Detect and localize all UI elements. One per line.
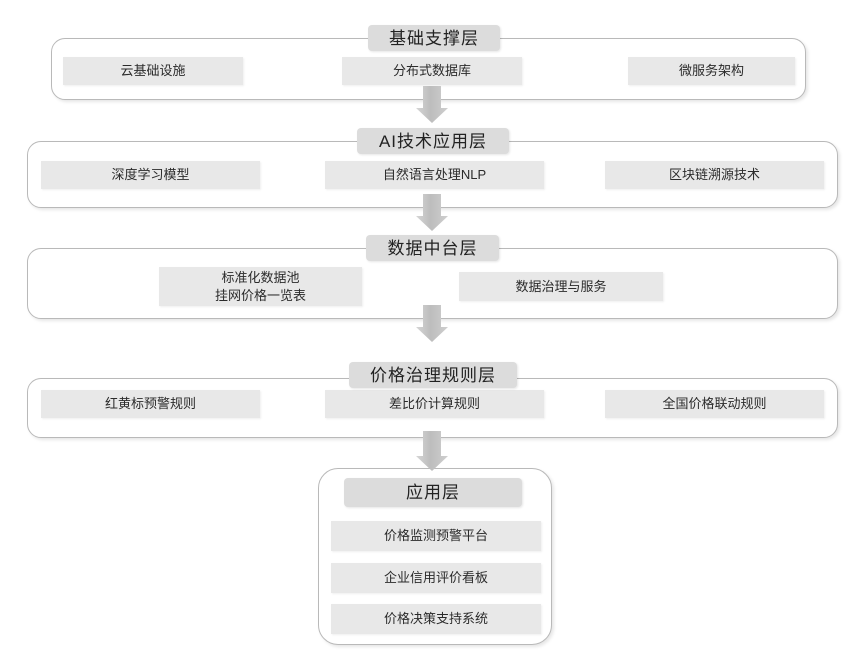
layer-title-ai-technology: AI技术应用层: [357, 128, 509, 154]
item-national-price-linkage-rule[interactable]: 全国价格联动规则: [605, 390, 824, 418]
item-blockchain-traceability[interactable]: 区块链溯源技术: [605, 161, 824, 189]
item-red-yellow-alert-rule[interactable]: 红黄标预警规则: [41, 390, 260, 418]
item-distributed-database[interactable]: 分布式数据库: [342, 57, 522, 85]
item-deep-learning-model[interactable]: 深度学习模型: [41, 161, 260, 189]
item-nlp[interactable]: 自然语言处理NLP: [325, 161, 544, 189]
down-arrow-icon: [416, 431, 448, 471]
item-data-governance-service[interactable]: 数据治理与服务: [459, 272, 663, 301]
item-enterprise-credit-dashboard[interactable]: 企业信用评价看板: [331, 563, 541, 593]
layer-title-application: 应用层: [344, 478, 522, 507]
item-microservice-architecture[interactable]: 微服务架构: [628, 57, 795, 85]
arrow-rules-to-application: [416, 431, 448, 471]
item-standardized-data-pool[interactable]: 标准化数据池 挂网价格一览表: [159, 267, 362, 306]
down-arrow-icon: [416, 305, 448, 342]
item-price-ratio-rule[interactable]: 差比价计算规则: [325, 390, 544, 418]
layer-title-price-governance-rules: 价格治理规则层: [349, 362, 517, 388]
arrow-ai-to-data: [416, 194, 448, 231]
down-arrow-icon: [416, 194, 448, 231]
item-price-decision-support-system[interactable]: 价格决策支持系统: [331, 604, 541, 634]
item-price-monitoring-platform[interactable]: 价格监测预警平台: [331, 521, 541, 551]
arrow-data-to-rules: [416, 305, 448, 342]
layer-title-infrastructure: 基础支撑层: [368, 25, 500, 51]
down-arrow-icon: [416, 86, 448, 123]
layer-title-data-middle-platform: 数据中台层: [366, 235, 499, 261]
item-cloud-infrastructure[interactable]: 云基础设施: [63, 57, 243, 85]
arrow-infrastructure-to-ai: [416, 86, 448, 123]
